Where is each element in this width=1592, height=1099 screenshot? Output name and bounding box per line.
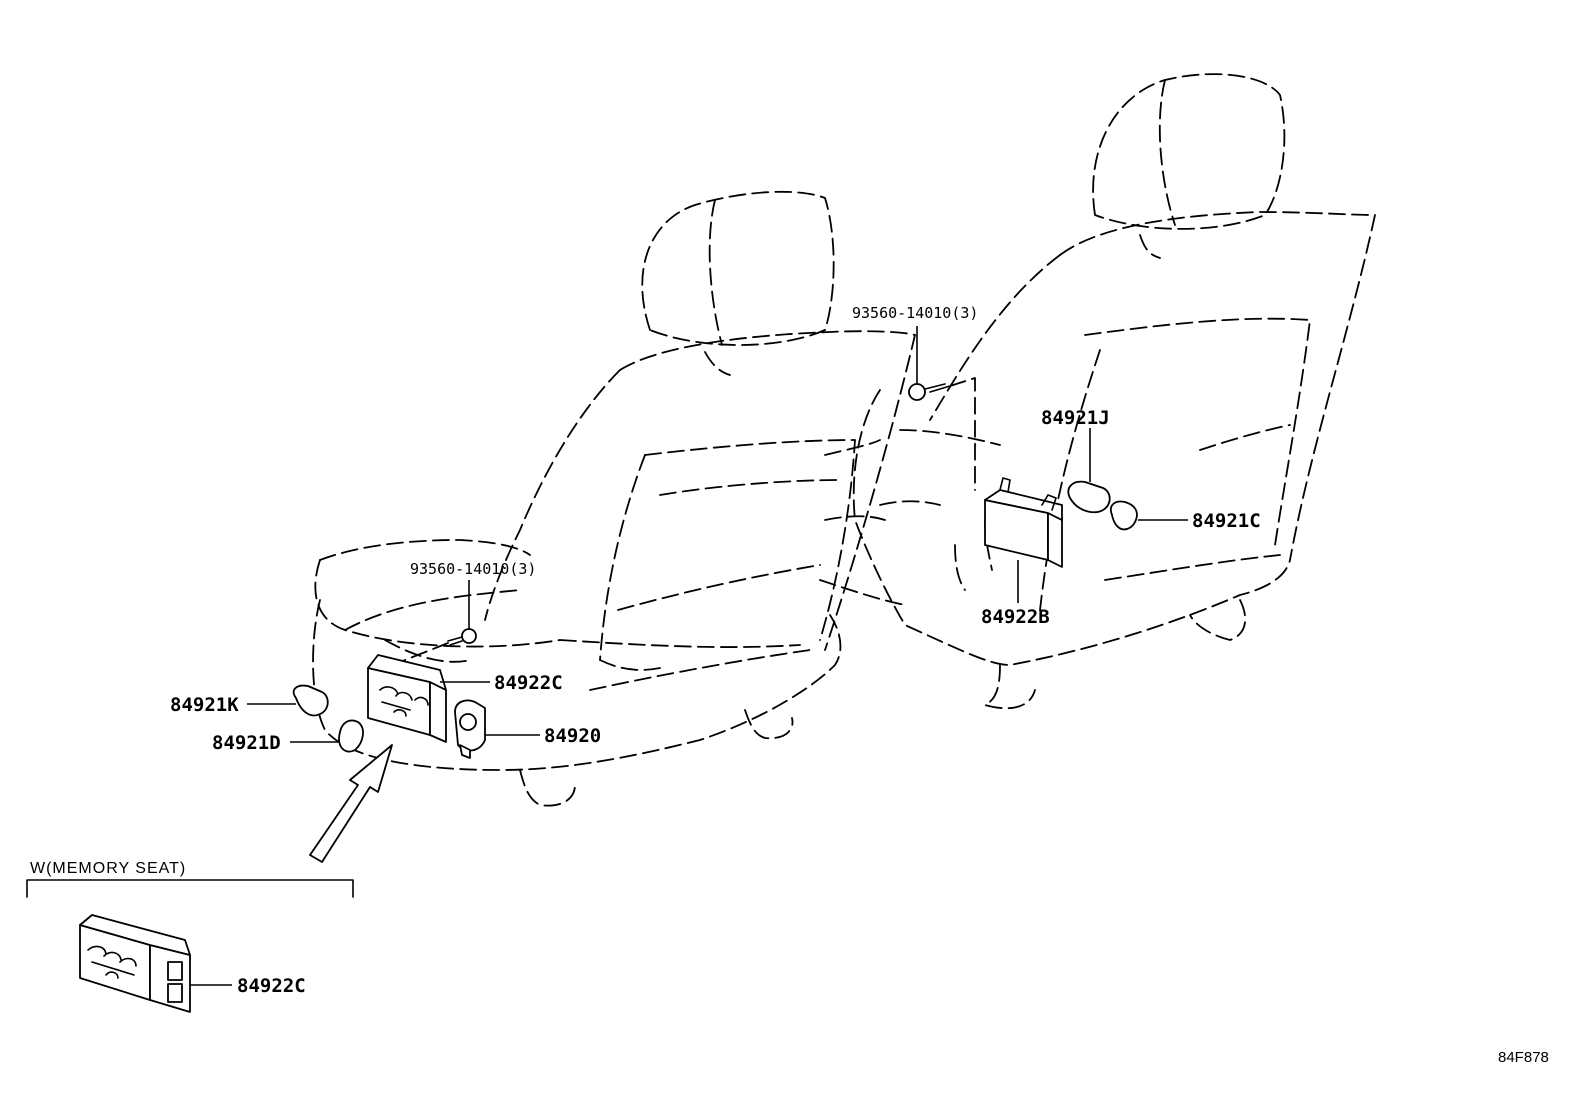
rear-base-84922b: [984, 477, 1063, 603]
memory-seat-note: W(MEMORY SEAT): [30, 860, 186, 877]
front-switch-84920: [454, 699, 540, 759]
rear-screw-part: [908, 326, 976, 491]
rear-switch-84921j: [1067, 428, 1111, 514]
front-knob-84921d: [290, 719, 364, 753]
label-84921d: 84921D: [212, 732, 281, 754]
label-84921k: 84921K: [170, 694, 239, 716]
label-84922c-front: 84922C: [494, 672, 563, 694]
front-seat-outline: [312, 190, 916, 807]
label-84921j: 84921J: [1041, 407, 1110, 429]
label-screw-rear: 93560-14010(3): [852, 304, 978, 322]
label-84920: 84920: [544, 725, 601, 747]
part-labels: 93560-14010(3) 84921J 84921C 84922B 9356…: [30, 304, 1549, 1066]
front-base-84922c: [367, 654, 490, 743]
rear-seat-outline: [819, 73, 1376, 710]
front-switch-84921k: [247, 684, 329, 717]
label-screw-front: 93560-14010(3): [410, 560, 536, 578]
rear-knob-84921c: [1110, 500, 1188, 531]
label-84922c-memory: 84922C: [237, 975, 306, 997]
diagram-code: 84F878: [1498, 1049, 1549, 1066]
memory-base-84922c: [79, 914, 232, 1013]
label-84921c: 84921C: [1192, 510, 1261, 532]
label-84922b: 84922B: [981, 606, 1050, 628]
memory-seat-arrow: [309, 744, 393, 863]
memory-seat-bracket: [26, 879, 354, 898]
front-screw-part: [379, 580, 477, 671]
